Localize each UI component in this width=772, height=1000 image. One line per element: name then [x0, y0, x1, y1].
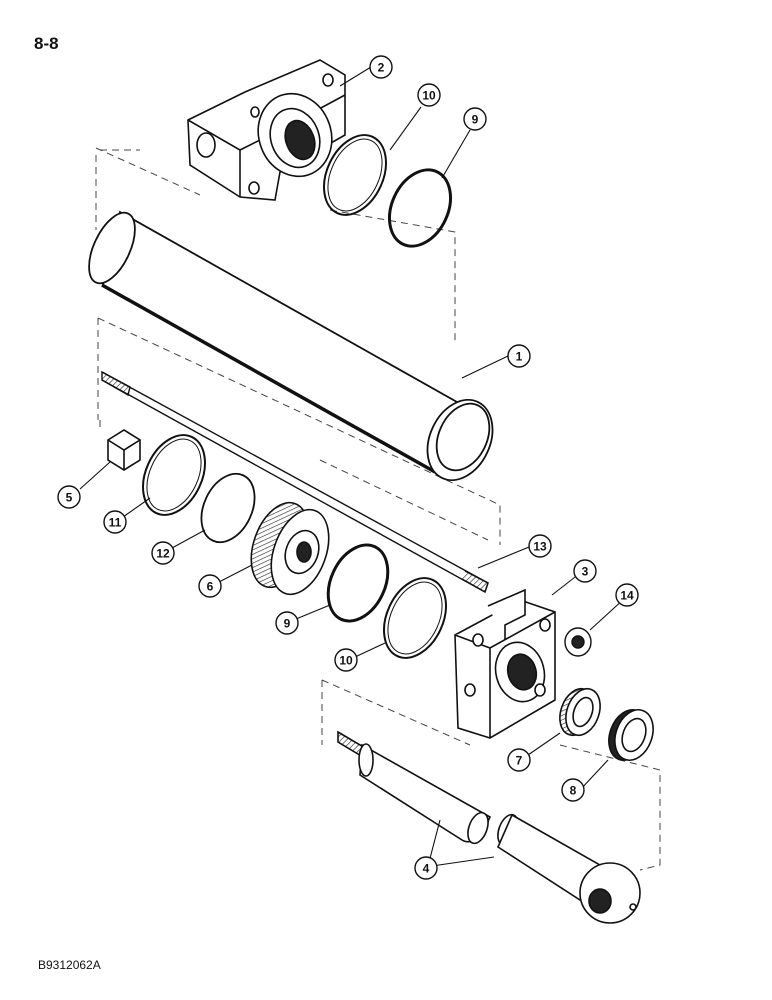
callout-11: 11	[103, 510, 127, 534]
callout-12: 12	[151, 541, 175, 565]
part-14-nut	[564, 627, 592, 657]
part-10-backup-ring-middle	[383, 577, 447, 659]
callout-7: 7	[507, 748, 531, 772]
callout-9-top: 9	[463, 107, 487, 131]
svg-text:2: 2	[378, 61, 385, 75]
part-7-bushing	[559, 687, 601, 737]
part-10-backup-ring-top	[323, 134, 387, 216]
svg-text:9: 9	[284, 617, 291, 631]
callout-5: 5	[57, 485, 81, 509]
svg-text:5: 5	[66, 491, 73, 505]
svg-text:1: 1	[516, 350, 523, 364]
part-13-tie-rod	[101, 370, 489, 594]
callout-13: 13	[528, 534, 552, 558]
svg-text:7: 7	[516, 754, 523, 768]
callout-3: 3	[573, 559, 597, 583]
part-9-o-ring-middle	[326, 543, 390, 623]
svg-text:14: 14	[620, 589, 634, 603]
svg-text:4: 4	[423, 862, 430, 876]
callout-9-middle: 9	[275, 611, 299, 635]
callout-1: 1	[507, 344, 531, 368]
part-4-piston-rod	[337, 730, 641, 924]
page-number: 8-8	[34, 34, 59, 53]
callout-14: 14	[615, 583, 639, 607]
svg-text:12: 12	[156, 547, 170, 561]
part-9-o-ring-top	[388, 168, 452, 248]
part-3-rod-end-head	[454, 588, 556, 739]
part-8-seal	[608, 709, 654, 761]
assembly-guide-upper	[95, 147, 456, 345]
svg-text:10: 10	[422, 89, 436, 103]
svg-text:6: 6	[207, 580, 214, 594]
svg-text:10: 10	[339, 654, 353, 668]
callout-10-middle: 10	[334, 648, 358, 672]
svg-text:9: 9	[472, 113, 479, 127]
part-11-backup-ring	[142, 434, 206, 516]
part-10-backup-ring-middle-inner	[387, 581, 443, 655]
callout-2: 2	[369, 55, 393, 79]
part-12-o-ring	[200, 472, 256, 544]
callout-10-top: 10	[417, 83, 441, 107]
callout-8: 8	[561, 778, 585, 802]
callout-leaders	[79, 66, 626, 867]
part-6-piston	[250, 501, 330, 596]
part-1-cylinder-barrel	[88, 210, 494, 482]
document-code: B9312062A	[38, 958, 101, 972]
callout-4: 4	[414, 856, 438, 880]
svg-text:11: 11	[109, 516, 122, 530]
svg-text:8: 8	[570, 784, 577, 798]
part-5-hex-nut	[107, 429, 141, 471]
svg-text:3: 3	[582, 565, 589, 579]
part-2-cylinder-head	[187, 59, 346, 201]
callout-6: 6	[198, 574, 222, 598]
part-11-backup-ring-inner	[146, 438, 202, 512]
part-10-backup-ring-top-inner	[327, 138, 383, 212]
svg-text:13: 13	[533, 540, 547, 554]
assembly-guide-lower	[321, 679, 661, 871]
assembly-guide-middle	[97, 317, 501, 545]
